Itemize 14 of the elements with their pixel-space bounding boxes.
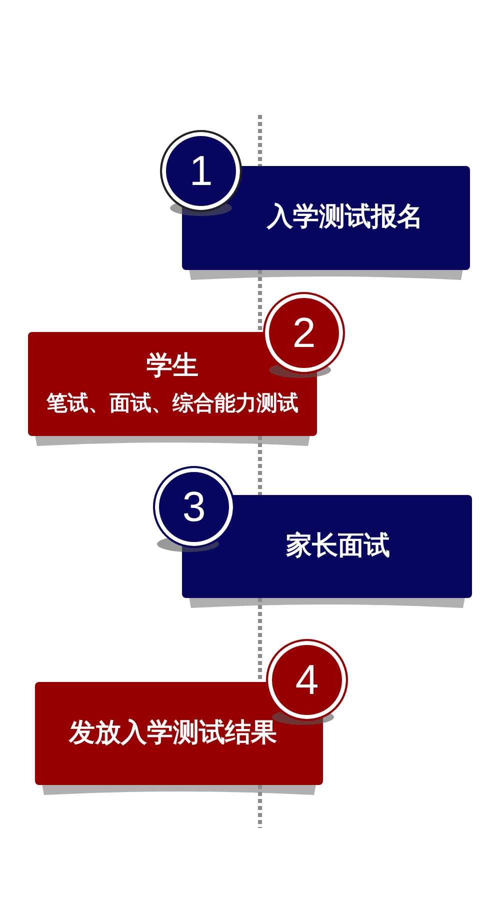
step-title: 入学测试报名	[267, 201, 423, 234]
dotted-connector	[258, 785, 262, 828]
step-number: 4	[295, 659, 319, 701]
step-subtitle: 笔试、面试、综合能力测试	[46, 390, 298, 418]
dotted-connector	[258, 270, 262, 332]
step-title: 发放入学测试结果	[69, 716, 277, 750]
dotted-connector	[258, 436, 262, 495]
step-number: 1	[189, 150, 213, 192]
step-title: 家长面试	[286, 530, 390, 563]
step-number: 2	[292, 312, 316, 354]
dotted-connector	[258, 115, 262, 166]
step-title: 学生	[146, 350, 198, 384]
step-number: 3	[182, 486, 206, 528]
dotted-connector	[258, 598, 262, 682]
